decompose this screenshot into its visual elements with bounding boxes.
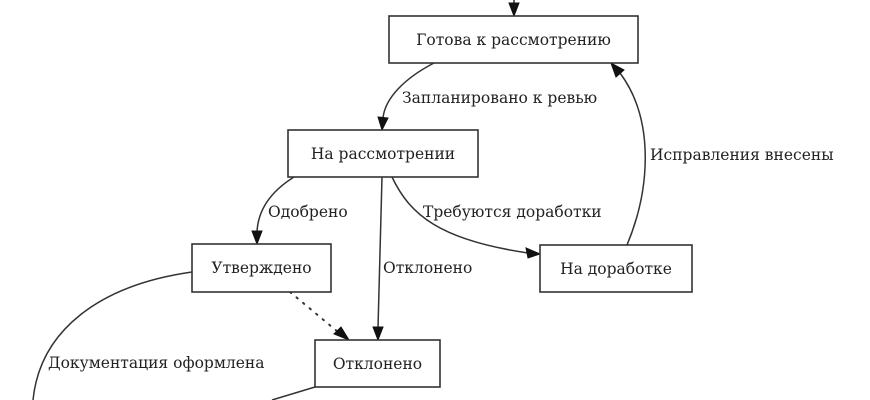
edge-incoming-to-ready — [508, 0, 520, 18]
arrowhead — [333, 326, 351, 342]
edge-approved-to-rejected — [289, 291, 351, 342]
edge-rework-to-ready: Исправления внесены — [610, 61, 834, 246]
node-label: На рассмотрении — [311, 145, 455, 163]
edge-label-fixes-applied: Исправления внесены — [650, 146, 834, 164]
node-label: Готова к рассмотрению — [416, 31, 611, 49]
node-under-review[interactable]: На рассмотрении — [287, 129, 479, 178]
arrowhead — [525, 247, 542, 259]
edge-ready-to-review: Запланировано к ревью — [377, 62, 597, 132]
edge-review-to-rework: Требуются доработки — [391, 176, 602, 259]
node-in-rework[interactable]: На доработке — [539, 244, 693, 293]
arrowhead — [377, 116, 389, 132]
node-rejected[interactable]: Отклонено — [314, 339, 441, 388]
node-label: Отклонено — [333, 355, 422, 373]
arrowhead — [610, 61, 625, 78]
edge-label-approved: Одобрено — [268, 203, 348, 221]
node-approved[interactable]: Утверждено — [191, 243, 332, 293]
edge-label-needs-rework: Требуются доработки — [423, 203, 602, 221]
arrowhead — [372, 326, 384, 342]
edge-label-rejected: Отклонено — [383, 259, 472, 277]
edge-approved-documentation: Документация оформлена — [32, 271, 265, 400]
arrowhead — [251, 230, 263, 246]
edge-label-scheduled: Запланировано к ревью — [402, 89, 597, 107]
edge-label-documentation: Документация оформлена — [48, 354, 265, 372]
node-label: На доработке — [560, 260, 672, 278]
node-label: Утверждено — [211, 259, 311, 277]
edge-rejected-out — [271, 386, 316, 400]
arrowhead — [508, 2, 520, 18]
edge-review-to-approved: Одобрено — [251, 176, 348, 246]
edge-review-to-rejected: Отклонено — [372, 176, 472, 342]
node-ready-for-review[interactable]: Готова к рассмотрению — [388, 15, 639, 64]
